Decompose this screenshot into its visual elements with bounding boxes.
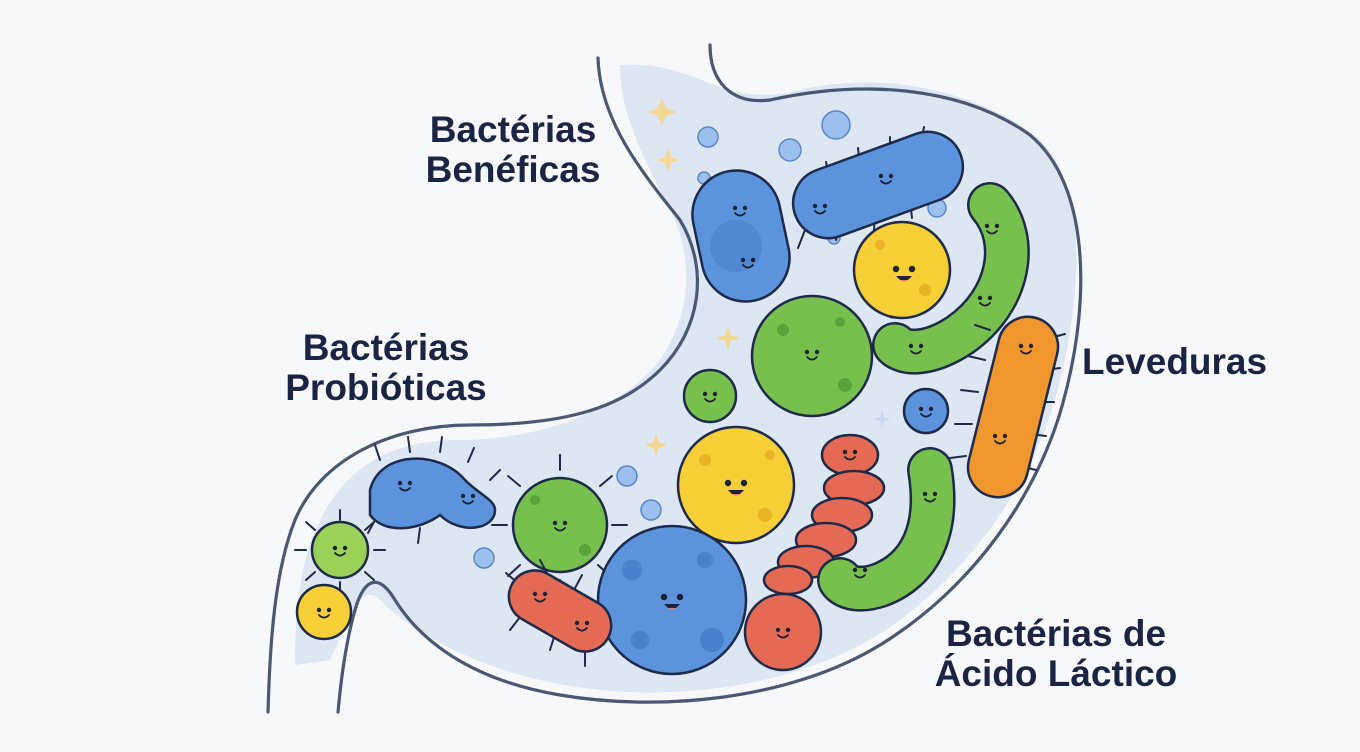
- label-lactic-acid-bacteria: Bactérias de Ácido Láctico: [922, 614, 1190, 694]
- label-beneficial-bacteria: Bactérias Benéficas: [408, 110, 618, 190]
- red-segmented-bacterium: [762, 433, 886, 596]
- blue-rod-bacterium: [691, 169, 791, 303]
- green-curved-rod-bacterium-lower: [817, 447, 956, 612]
- sparkle-icon: [645, 98, 891, 456]
- orange-hairy-rod-bacterium: [949, 315, 1066, 499]
- green-curved-rod-bacterium: [872, 182, 1030, 375]
- yellow-coccus-small: [295, 583, 353, 641]
- label-lactic-acid-bacteria-line1: Bactérias de: [945, 613, 1167, 654]
- green-coccus-large: [750, 294, 874, 418]
- label-beneficial-bacteria-line2: Benéficas: [425, 149, 601, 190]
- blue-coccus-large: [596, 524, 748, 676]
- red-coccus: [743, 592, 823, 672]
- label-yeasts-line1: Leveduras: [1082, 341, 1268, 382]
- label-probiotic-bacteria-line2: Probióticas: [285, 367, 487, 408]
- label-probiotic-bacteria: Bactérias Probióticas: [268, 328, 504, 408]
- label-lactic-acid-bacteria-line2: Ácido Láctico: [934, 653, 1178, 694]
- green-spiky-coccus-small: [294, 509, 386, 594]
- label-yeasts: Leveduras: [1082, 342, 1286, 382]
- label-beneficial-bacteria-line1: Bactérias: [429, 109, 597, 150]
- green-coccus-small: [682, 368, 738, 424]
- blue-hairy-rod-bacterium: [791, 126, 965, 249]
- red-hairy-rod-bacterium: [505, 559, 613, 667]
- yellow-coccus: [852, 220, 952, 320]
- yellow-coccus-large: [676, 425, 796, 545]
- blue-coccus-small: [902, 387, 950, 435]
- green-spiky-coccus: [491, 454, 628, 596]
- bubble-icon: [473, 110, 947, 569]
- label-probiotic-bacteria-line1: Bactérias: [302, 327, 470, 368]
